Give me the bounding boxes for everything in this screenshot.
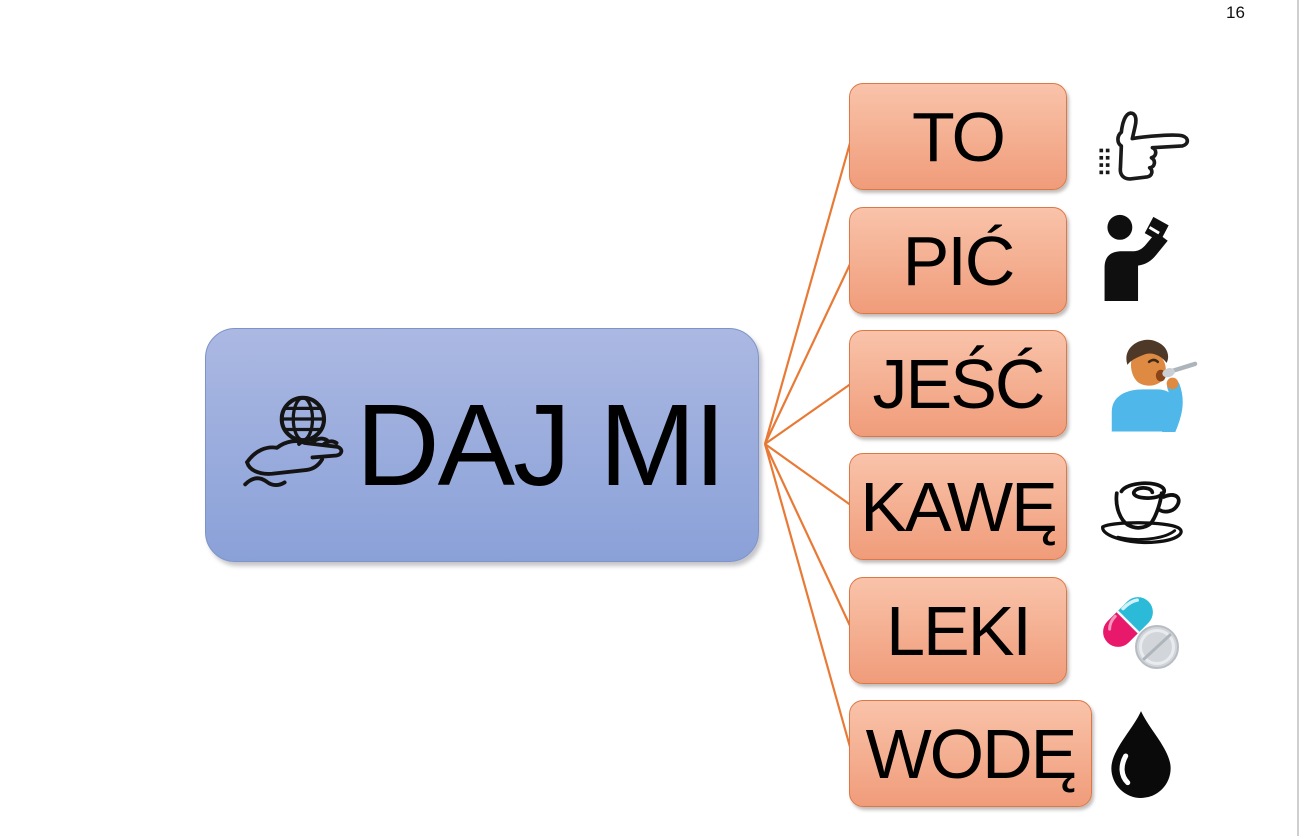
- coffee-cup-icon: [1086, 468, 1198, 554]
- node-label: PIĆ: [902, 221, 1016, 300]
- node-box-kawe[interactable]: KAWĘ: [849, 453, 1067, 560]
- node-box-jesc[interactable]: JEŚĆ: [849, 330, 1067, 437]
- node-label: KAWĘ: [860, 467, 1058, 546]
- slide-right-edge: [1297, 0, 1299, 836]
- pointing-hand-icon: [1094, 103, 1198, 187]
- node-box-pic[interactable]: PIĆ: [849, 207, 1067, 314]
- hub-box-daj-mi[interactable]: DAJ MI: [205, 328, 759, 562]
- page-number: 16: [1226, 3, 1245, 22]
- hub-label: DAJ MI: [355, 380, 726, 510]
- person-drinking-icon: [1099, 213, 1179, 301]
- pills-icon: [1094, 586, 1188, 676]
- node-box-wode[interactable]: WODĘ: [849, 700, 1092, 807]
- water-drop-icon: [1108, 708, 1174, 800]
- node-label: LEKI: [886, 591, 1032, 670]
- person-eating-icon: [1100, 333, 1198, 432]
- node-label: JEŚĆ: [872, 344, 1046, 423]
- connector-line-group: [763, 135, 854, 755]
- node-label: WODĘ: [865, 714, 1078, 793]
- node-box-leki[interactable]: LEKI: [849, 577, 1067, 684]
- node-label: TO: [912, 97, 1006, 176]
- node-box-to[interactable]: TO: [849, 83, 1067, 190]
- hand-holding-globe-icon: [240, 393, 360, 493]
